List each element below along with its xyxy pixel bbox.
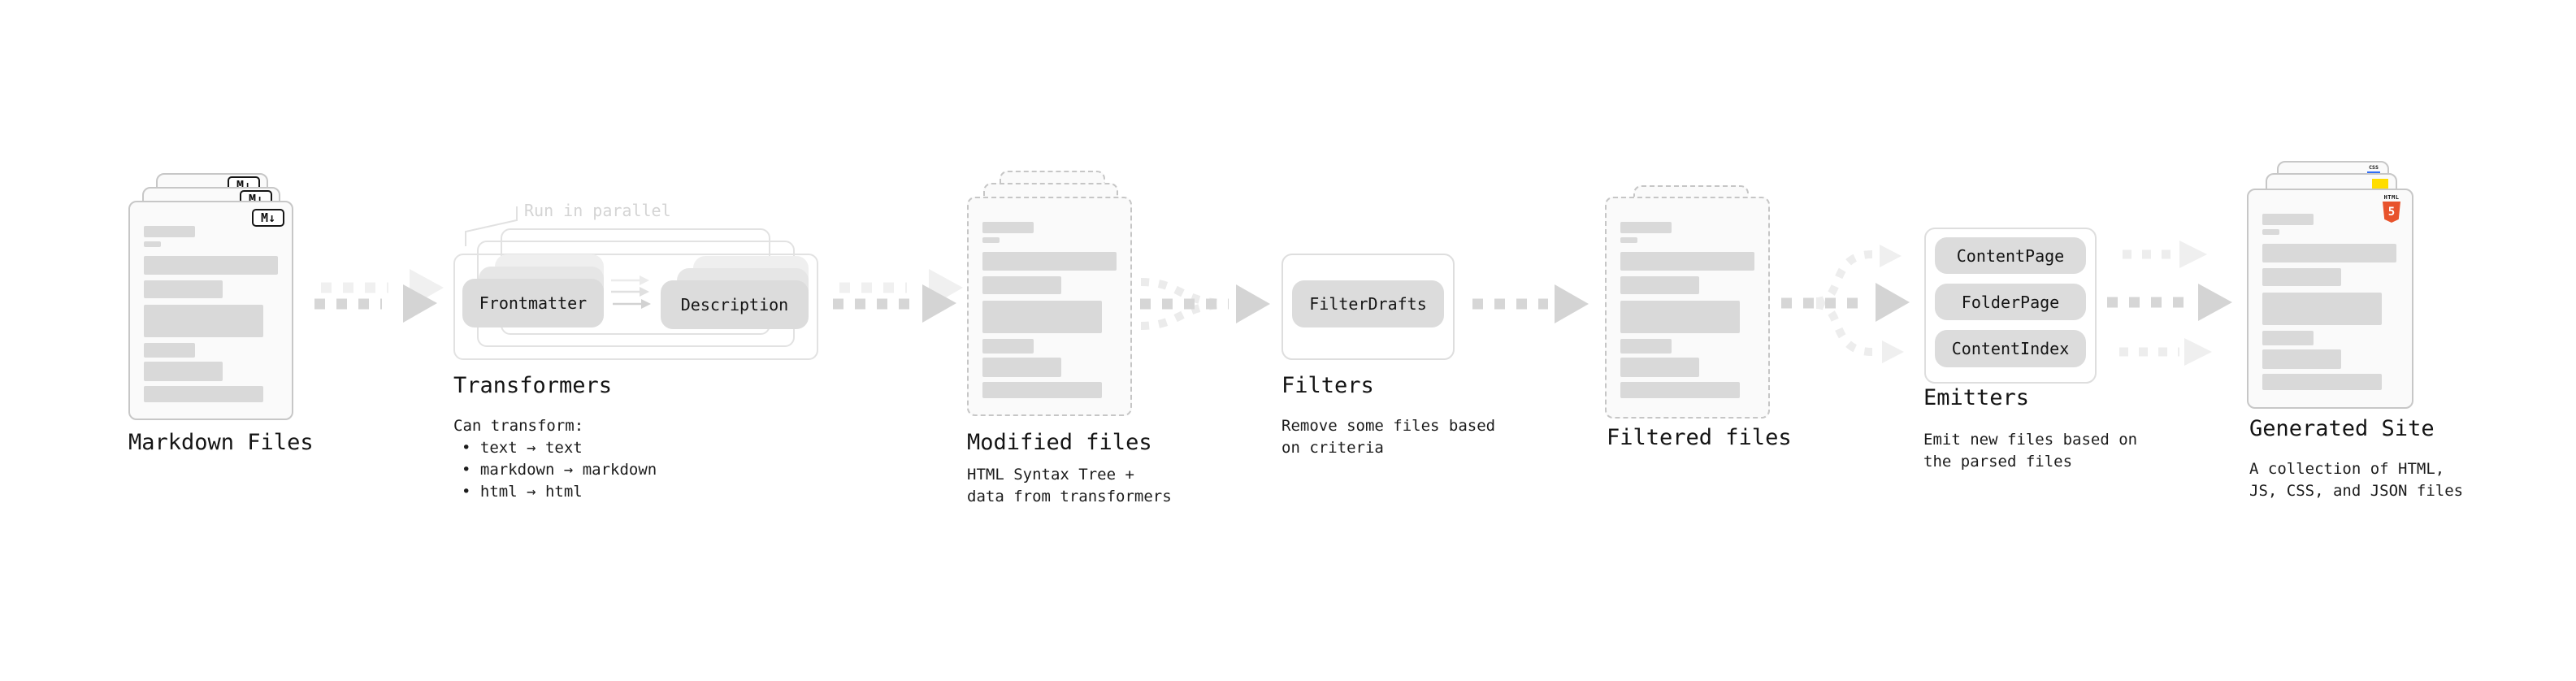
stage-sublabel-modified-files: HTML Syntax Tree + data from transformer…: [967, 464, 1172, 508]
text-line-placeholder: [982, 276, 1061, 294]
file-page: HTML 5: [2247, 189, 2413, 409]
text-line-placeholder: [2262, 293, 2382, 325]
text-line-placeholder: [2262, 244, 2396, 262]
text-line-placeholder: [144, 256, 278, 275]
arrow-markdown-to-transformers: [314, 284, 437, 323]
css-icon-label: CSS: [2369, 164, 2379, 171]
html5-icon-word: HTML: [2383, 194, 2400, 201]
text-line-placeholder: [2262, 349, 2341, 369]
text-line-placeholder: [1620, 222, 1672, 233]
text-line-placeholder: [144, 305, 263, 337]
js-icon: [2372, 179, 2388, 189]
description-box: Description: [661, 280, 809, 329]
text-line-placeholder: [2262, 214, 2314, 225]
sublabel-line: HTML Syntax Tree +: [967, 466, 1134, 484]
stage-label-transformers: Transformers: [453, 373, 613, 398]
sublabel-line: JS, CSS, and JSON files: [2249, 482, 2464, 500]
arrow-emitters-to-generated: [2107, 241, 2232, 366]
sublabel-line: on criteria: [1281, 439, 1384, 457]
content-page-label: ContentPage: [1956, 245, 2065, 266]
sublabel-line: the parsed files: [1923, 453, 2073, 471]
stage-label-markdown-files: Markdown Files: [128, 430, 314, 455]
stage-sublabel-filters: Remove some files based on criteria: [1281, 415, 1495, 459]
folder-page-label: FolderPage: [1961, 292, 2060, 312]
text-line-placeholder: [982, 382, 1102, 398]
stage-sublabel-transformers: Can transform: • text → text • markdown …: [453, 415, 657, 503]
text-line-placeholder: [1620, 237, 1637, 243]
sublabel-line: A collection of HTML,: [2249, 460, 2445, 478]
sublabel-line: Remove some files based: [1281, 417, 1496, 435]
text-line-placeholder: [982, 301, 1102, 333]
filter-drafts-box: FilterDrafts: [1292, 280, 1444, 327]
markdown-icon: M↓: [252, 209, 284, 227]
text-line-placeholder: [1620, 301, 1740, 333]
run-in-parallel-annotation: Run in parallel: [524, 201, 671, 220]
sublabel-bullet: • text → text: [462, 439, 583, 457]
parallel-run-outline: [453, 254, 818, 360]
text-line-placeholder: [1620, 382, 1740, 398]
content-page-box: ContentPage: [1935, 237, 2086, 274]
stage-sublabel-emitters: Emit new files based on the parsed files: [1923, 429, 2137, 473]
text-line-placeholder: [982, 358, 1061, 377]
stage-label-filtered-files: Filtered files: [1607, 425, 1792, 450]
text-line-placeholder: [144, 241, 161, 247]
frontmatter-box: Frontmatter: [462, 279, 604, 327]
stage-label-modified-files: Modified files: [967, 430, 1152, 455]
sublabel-line: data from transformers: [967, 488, 1172, 505]
filter-drafts-label: FilterDrafts: [1309, 294, 1427, 314]
text-line-placeholder: [982, 339, 1034, 354]
sublabel-line: Emit new files based on: [1923, 431, 2138, 449]
arrow-transformers-to-modified: [833, 284, 956, 323]
text-line-placeholder: [144, 362, 223, 381]
html5-icon-shield: 5: [2383, 202, 2400, 223]
html5-icon: HTML 5: [2381, 194, 2402, 223]
text-line-placeholder: [144, 386, 263, 402]
file-page: [967, 197, 1132, 416]
file-page: M↓: [128, 201, 293, 420]
folder-page-box: FolderPage: [1935, 284, 2086, 320]
text-line-placeholder: [1620, 252, 1754, 271]
text-line-placeholder: [1620, 358, 1699, 377]
sublabel-bullet: • markdown → markdown: [462, 461, 657, 479]
content-index-box: ContentIndex: [1935, 330, 2086, 367]
css-icon: CSS: [2366, 165, 2381, 175]
stage-label-filters: Filters: [1281, 373, 1374, 398]
arrow-filters-to-filtered: [1472, 284, 1589, 323]
frontmatter-box-label: Frontmatter: [479, 293, 588, 313]
text-line-placeholder: [1620, 339, 1672, 354]
text-line-placeholder: [2262, 268, 2341, 286]
stage-label-emitters: Emitters: [1923, 385, 2030, 410]
html5-icon-number: 5: [2387, 206, 2396, 219]
stage-label-generated-site: Generated Site: [2249, 416, 2435, 441]
text-line-placeholder: [2262, 374, 2382, 390]
text-line-placeholder: [982, 252, 1117, 271]
arrow-modified-to-filters: [1140, 278, 1270, 330]
content-index-label: ContentIndex: [1951, 339, 2070, 358]
text-line-placeholder: [2262, 229, 2279, 235]
text-line-placeholder: [982, 237, 1000, 243]
text-line-placeholder: [144, 280, 223, 298]
text-line-placeholder: [144, 343, 195, 358]
text-line-placeholder: [2262, 331, 2314, 345]
stage-sublabel-generated-site: A collection of HTML, JS, CSS, and JSON …: [2249, 458, 2463, 502]
text-line-placeholder: [1620, 276, 1699, 294]
sublabel-bullet: • html → html: [462, 483, 583, 501]
css-icon-underline: [2367, 171, 2380, 175]
sublabel-line: Can transform:: [453, 417, 584, 435]
arrow-transformers-to-modified-ghost: [839, 269, 963, 307]
markdown-icon-label: M↓: [260, 210, 276, 225]
arrow-markdown-to-transformers-ghost: [321, 269, 444, 307]
arrow-filtered-to-emitters: [1781, 245, 1910, 363]
description-box-label: Description: [680, 295, 789, 314]
file-page: [1605, 197, 1770, 419]
text-line-placeholder: [144, 226, 195, 237]
text-line-placeholder: [982, 222, 1034, 233]
